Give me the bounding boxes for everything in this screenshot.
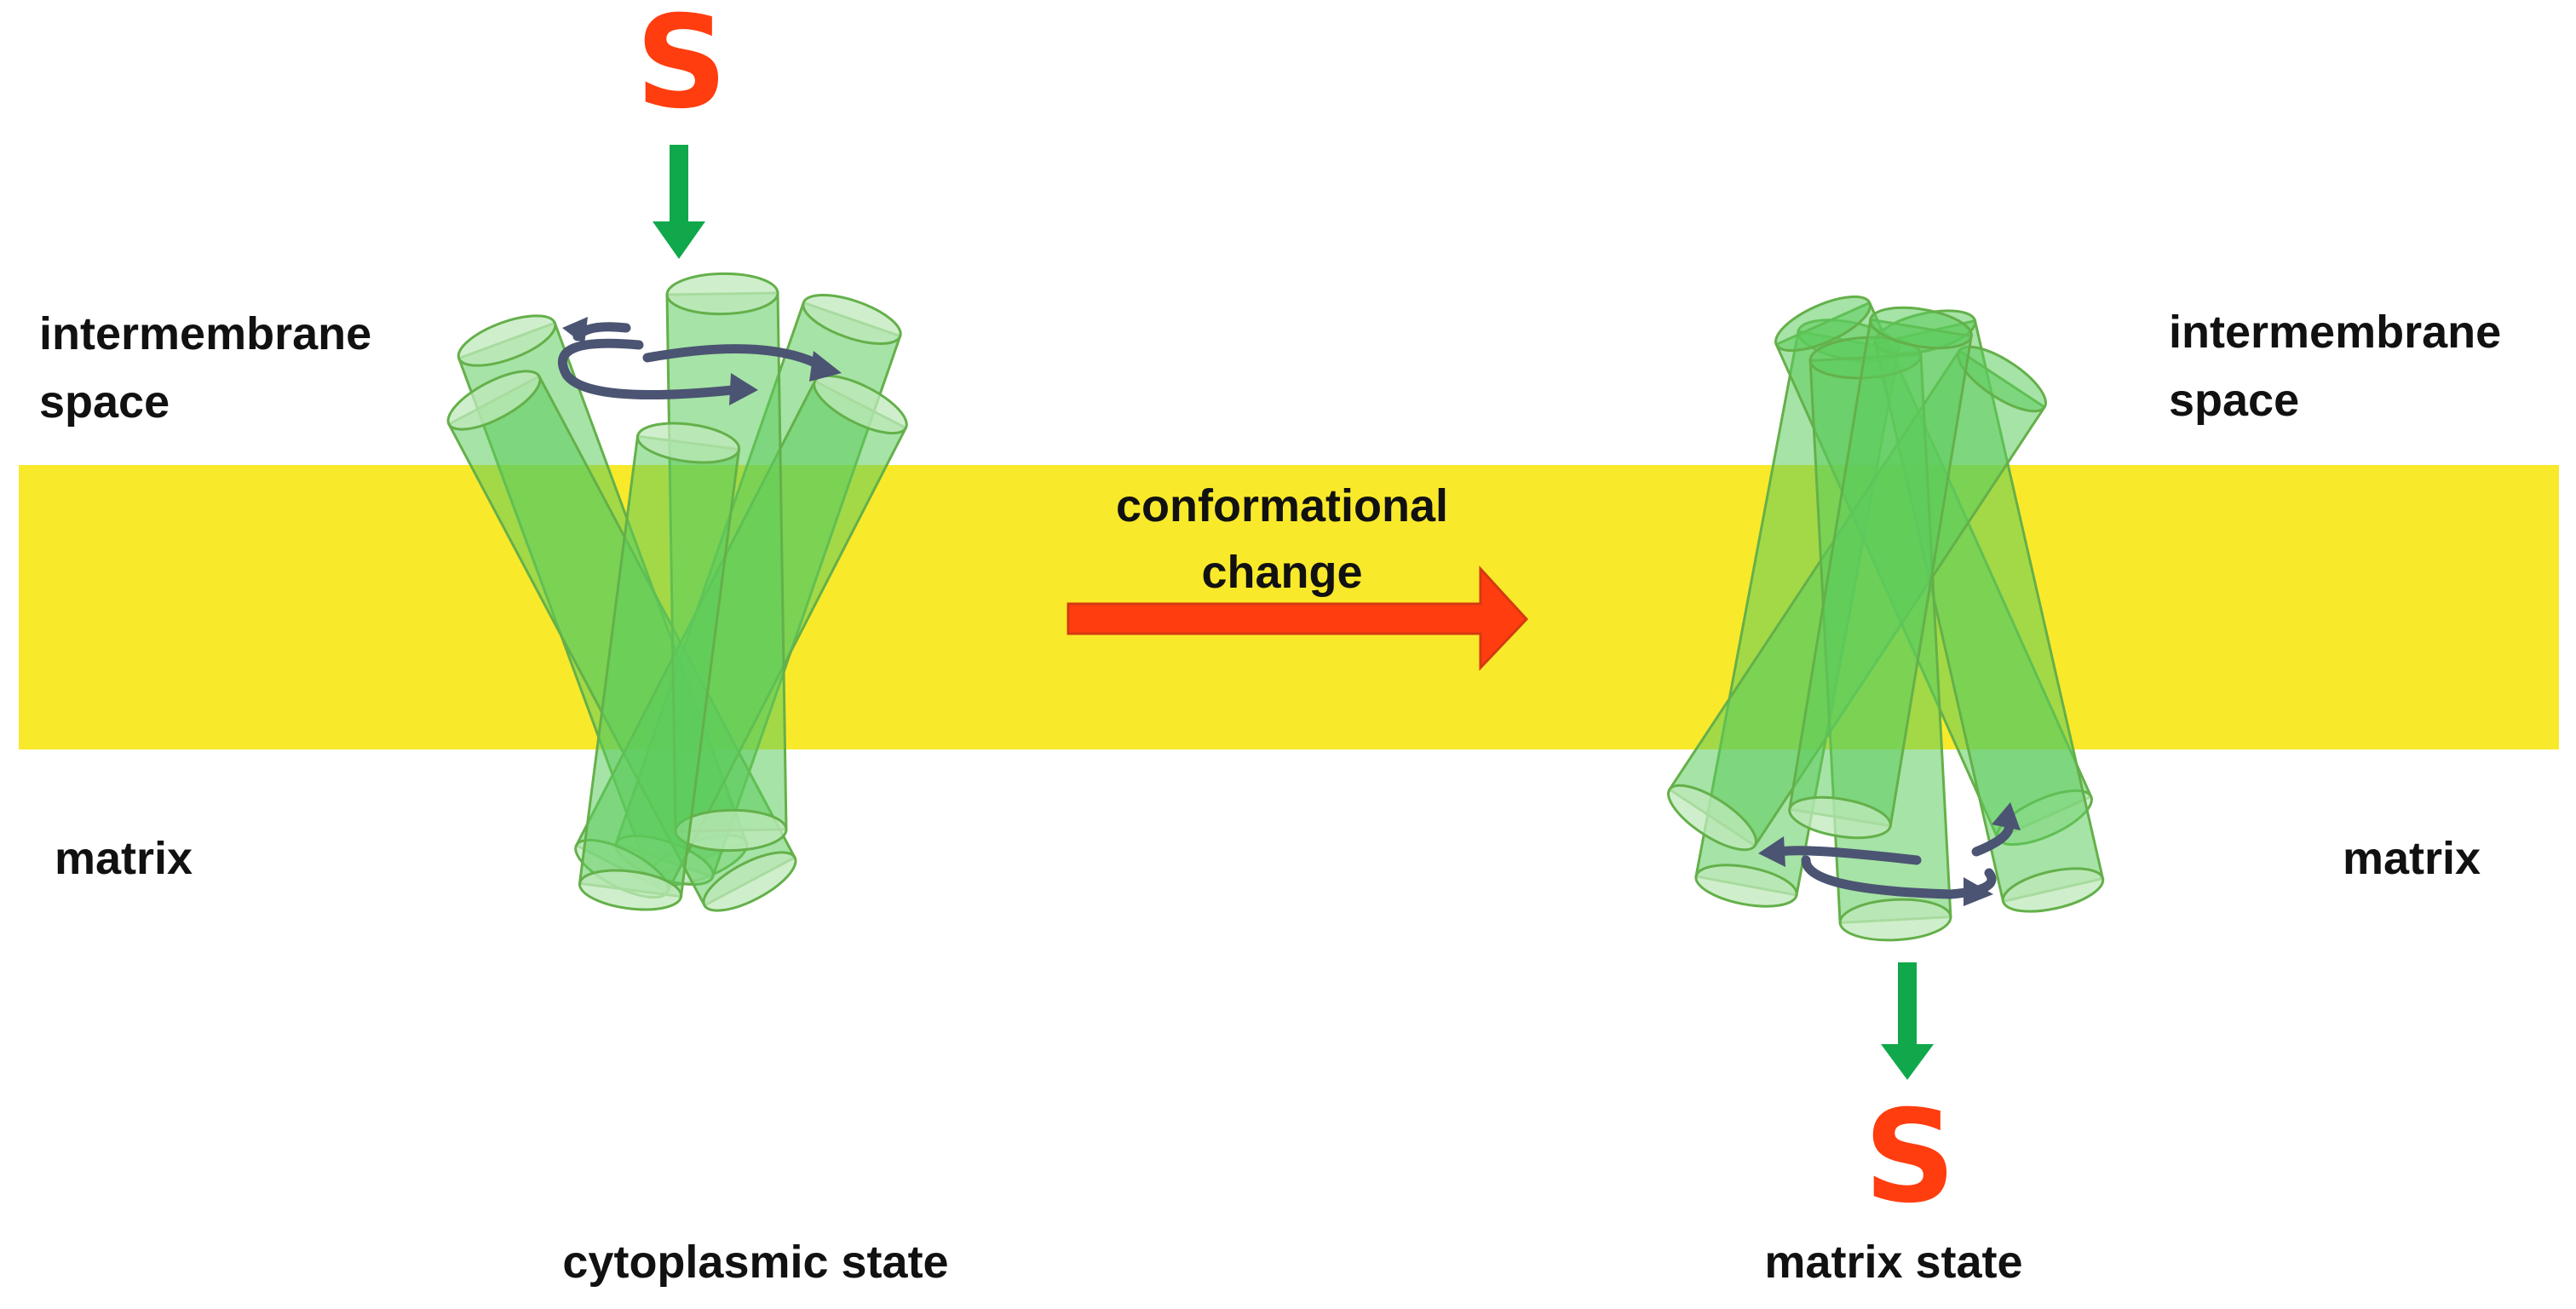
- right-rotation-arrows: [1758, 802, 2021, 906]
- substrate-exit-arrow: [1881, 962, 1934, 1080]
- right-matrix-label: matrix: [2343, 833, 2481, 884]
- substrate-top-label: S: [635, 0, 727, 137]
- transition-label-line2: change: [1201, 547, 1362, 598]
- right-intermembrane-label-line2: space: [2169, 375, 2299, 426]
- left-intermembrane-label-line2: space: [39, 376, 170, 428]
- left-matrix-label: matrix: [55, 833, 193, 884]
- conformational-change-arrow: [1067, 566, 1529, 671]
- left-transporter: [446, 272, 908, 912]
- substrate-entry-arrow: [653, 145, 705, 259]
- helix-left-6: [578, 422, 741, 911]
- helix-right-6: [1788, 306, 1973, 840]
- right-state-label: matrix state: [1764, 1237, 2022, 1288]
- right-transporter: [1667, 295, 2105, 942]
- left-rotation-arrows: [557, 317, 842, 405]
- transition-label-line1: conformational: [1116, 480, 1448, 531]
- substrate-bottom-label: S: [1864, 1083, 1956, 1231]
- left-intermembrane-label-line1: intermembrane: [39, 308, 371, 359]
- right-intermembrane-label-line1: intermembrane: [2169, 307, 2501, 358]
- left-state-label: cytoplasmic state: [562, 1237, 948, 1288]
